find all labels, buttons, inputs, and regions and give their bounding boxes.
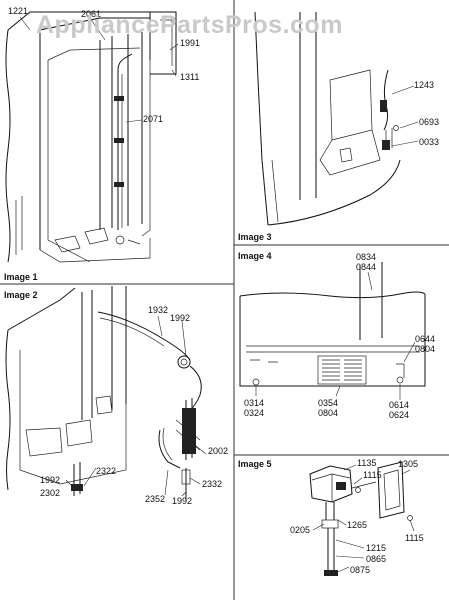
image1-drawing bbox=[5, 11, 179, 263]
image5-drawing bbox=[309, 461, 415, 576]
image2-drawing bbox=[5, 286, 207, 500]
callout-2322: 2322 bbox=[96, 466, 116, 476]
callout-1265: 1265 bbox=[347, 520, 367, 530]
callout-0033: 0033 bbox=[419, 137, 439, 147]
watermark: AppliancePartsPros.com bbox=[36, 11, 343, 39]
callout-2332: 2332 bbox=[202, 479, 222, 489]
image5-caption: Image 5 bbox=[238, 459, 272, 469]
image3-drawing bbox=[254, 11, 419, 226]
image3-caption: Image 3 bbox=[238, 232, 272, 242]
callout-1992-left: 1992 bbox=[40, 475, 60, 485]
image4-drawing bbox=[239, 262, 426, 400]
callout-0804-right: 0804 bbox=[415, 344, 435, 354]
callout-1115-top: 1115 bbox=[363, 470, 382, 480]
callout-2302: 2302 bbox=[40, 488, 60, 498]
image4-caption: Image 4 bbox=[238, 251, 272, 261]
callout-0644: 0644 bbox=[415, 334, 435, 344]
callout-0354: 0354 bbox=[318, 398, 338, 408]
image2-caption: Image 2 bbox=[4, 290, 38, 300]
callout-0693: 0693 bbox=[419, 117, 439, 127]
callout-0614: 0614 bbox=[389, 400, 409, 410]
callout-0865: 0865 bbox=[366, 554, 386, 564]
callout-1243: 1243 bbox=[414, 80, 434, 90]
callout-2071: 2071 bbox=[143, 114, 163, 124]
callout-0314: 0314 bbox=[244, 398, 264, 408]
callout-0834: 0834 bbox=[356, 252, 376, 262]
callout-0624: 0624 bbox=[389, 410, 409, 420]
callout-1115-bottom: 1115 bbox=[405, 533, 424, 543]
image1-caption: Image 1 bbox=[4, 272, 38, 282]
callout-0324: 0324 bbox=[244, 408, 264, 418]
callout-1135: 1135 bbox=[357, 458, 376, 468]
callout-2061: 2061 bbox=[81, 9, 101, 19]
callout-1305: 1305 bbox=[398, 459, 418, 469]
callout-0875: 0875 bbox=[350, 565, 370, 575]
callout-1992-top: 1992 bbox=[170, 313, 190, 323]
callout-2002: 2002 bbox=[208, 446, 228, 456]
callout-2352: 2352 bbox=[145, 494, 165, 504]
callout-0205: 0205 bbox=[290, 525, 310, 535]
callout-1221: 1221 bbox=[8, 6, 28, 16]
callout-1311: 1311 bbox=[180, 72, 199, 82]
callout-1992-bottom: 1992 bbox=[172, 496, 192, 506]
grille-slots bbox=[322, 359, 362, 381]
callout-1991: 1991 bbox=[180, 38, 200, 48]
callout-0844: 0844 bbox=[356, 262, 376, 272]
callout-0804-bottom: 0804 bbox=[318, 408, 338, 418]
callout-1215: 1215 bbox=[366, 543, 386, 553]
callout-1932: 1932 bbox=[148, 305, 168, 315]
